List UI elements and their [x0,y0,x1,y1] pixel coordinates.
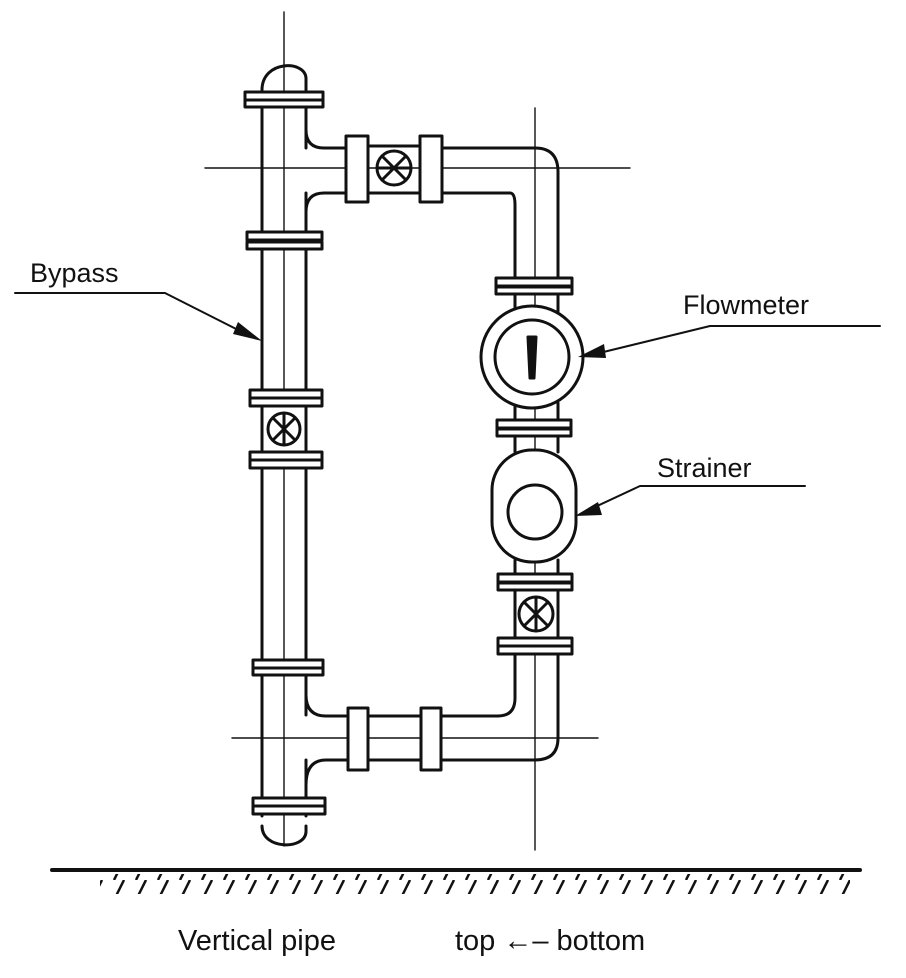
caption-left: Vertical pipe [178,925,336,957]
arrowheads [233,322,606,516]
bottom-branch-flanges [346,706,443,772]
bypass-leader [14,292,251,337]
strainer [490,448,578,564]
bypass-label: Bypass [30,258,119,288]
top-branch-pipe [304,128,560,284]
flowmeter-leader [586,325,881,357]
flowmeter [479,304,585,410]
flowmeter-valve [513,588,560,640]
top-branch-valve [344,134,444,204]
bottom-branch-pipe [304,653,560,787]
floor [50,868,862,894]
strainer-label: Strainer [657,453,752,483]
caption-right: top ←– bottom [455,925,645,957]
bypass-flanges [243,90,327,816]
bypass-valve [260,404,308,454]
flowmeter-label: Flowmeter [683,290,809,320]
right-flanges [494,276,574,656]
strainer-leader [579,485,806,515]
